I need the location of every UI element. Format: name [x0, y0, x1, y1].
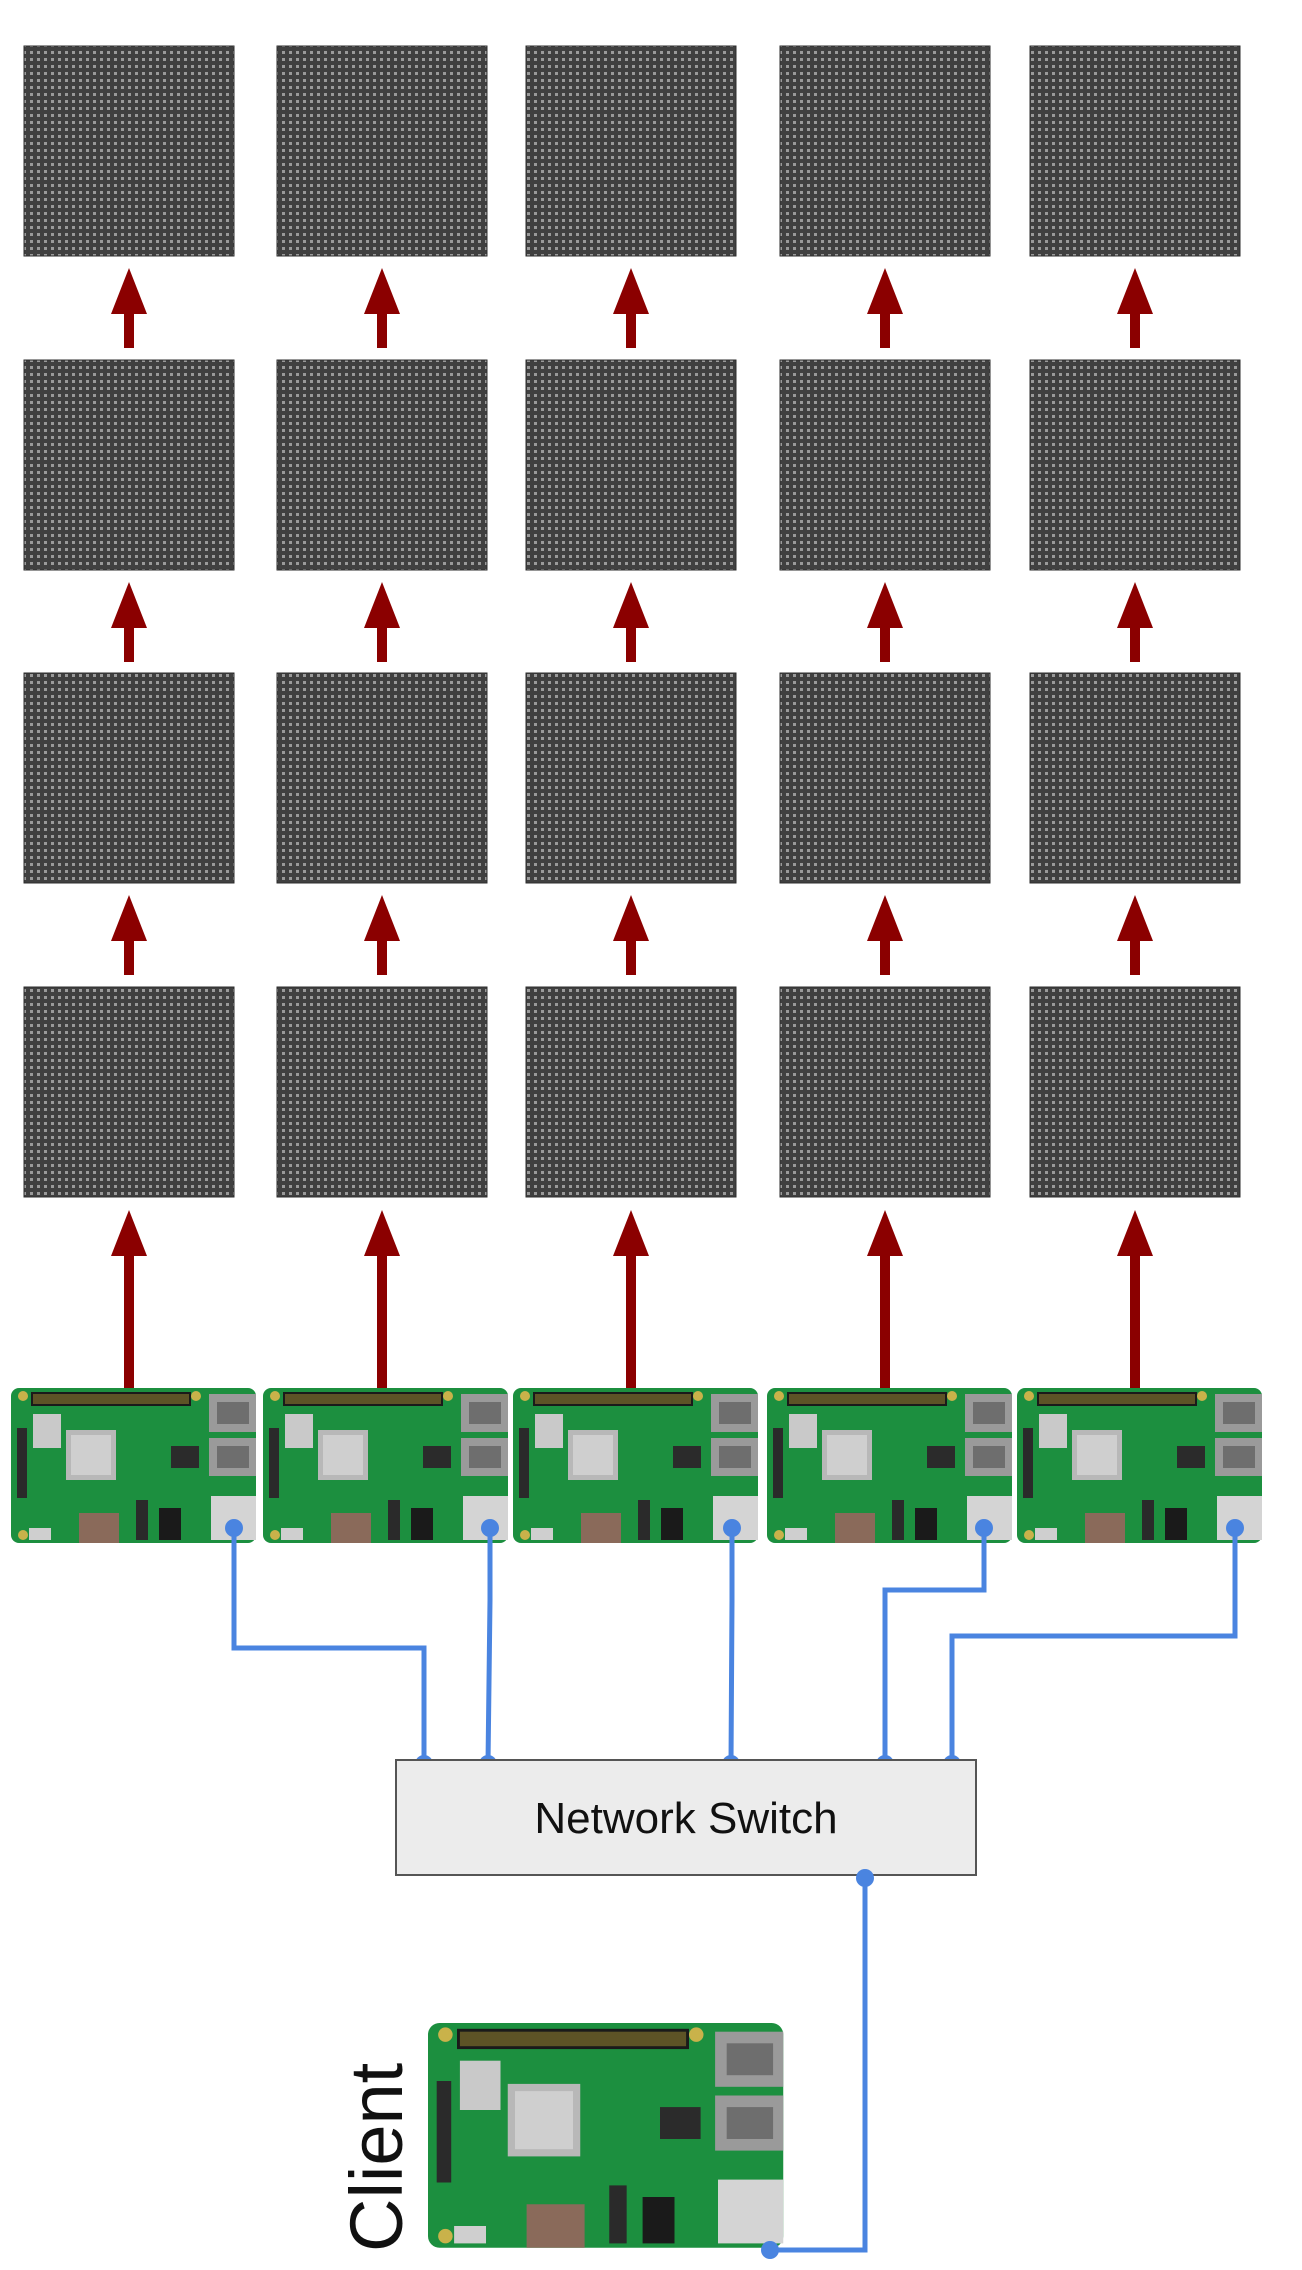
data-arrow-up-icon: [1117, 582, 1153, 662]
data-arrow-up-icon: [111, 1210, 147, 1398]
led-matrix-panel-icon: [24, 987, 234, 1197]
ethernet-cables: [225, 1519, 1244, 1773]
ethernet-port-dot-icon: [225, 1519, 243, 1537]
ethernet-port-dot-icon: [856, 1869, 874, 1887]
client-raspberry-pi-icon: [428, 2023, 783, 2248]
led-matrix-panel-icon: [1030, 360, 1240, 570]
ethernet-port-dot-icon: [975, 1519, 993, 1537]
network-switch-label: Network Switch: [534, 1794, 837, 1843]
ethernet-port-dot-icon: [1226, 1519, 1244, 1537]
ethernet-port-dot-icon: [723, 1519, 741, 1537]
led-matrix-panel-icon: [1030, 987, 1240, 1197]
data-arrow-up-icon: [613, 268, 649, 348]
data-arrow-up-icon: [867, 268, 903, 348]
raspberry-pi-board-icon: [263, 1388, 508, 1543]
data-arrow-up-icon: [111, 895, 147, 975]
led-matrix-panel-icon: [780, 360, 990, 570]
data-arrow-up-icon: [364, 895, 400, 975]
led-matrix-panel-icon: [24, 360, 234, 570]
ethernet-cable: [885, 1528, 984, 1764]
led-matrix-panel-icon: [277, 987, 487, 1197]
led-matrix-panel-icon: [526, 987, 736, 1197]
data-arrow-up-icon: [1117, 1210, 1153, 1398]
led-matrix-panel-icon: [526, 46, 736, 256]
data-arrow-up-icon: [364, 582, 400, 662]
data-arrow-up-icon: [867, 1210, 903, 1398]
data-arrow-up-icon: [1117, 895, 1153, 975]
ethernet-cable: [731, 1528, 732, 1764]
raspberry-pi-board-icon: [513, 1388, 758, 1543]
led-matrix-panel-icon: [24, 673, 234, 883]
client-label: Client: [335, 2062, 418, 2252]
data-arrow-up-icon: [867, 582, 903, 662]
data-arrow-up-icon: [1117, 268, 1153, 348]
ethernet-port-dot-icon: [481, 1519, 499, 1537]
ethernet-cable: [952, 1528, 1235, 1764]
data-arrow-up-icon: [613, 895, 649, 975]
led-matrix-panel-icon: [277, 673, 487, 883]
led-matrix-panel-icon: [1030, 673, 1240, 883]
data-arrow-up-icon: [364, 268, 400, 348]
raspberry-pi-board-icon: [1017, 1388, 1262, 1543]
ethernet-cable: [234, 1528, 424, 1764]
led-matrix-panel-icon: [526, 360, 736, 570]
data-arrow-up-icon: [364, 1210, 400, 1398]
raspberry-pi-board-icon: [767, 1388, 1012, 1543]
ethernet-cable: [488, 1528, 490, 1764]
data-arrow-up-icon: [111, 268, 147, 348]
data-arrow-up-icon: [111, 582, 147, 662]
data-arrow-up-icon: [867, 895, 903, 975]
led-matrix-panel-icon: [24, 46, 234, 256]
led-matrix-panel-icon: [277, 360, 487, 570]
client-node: Client: [335, 2023, 783, 2252]
led-matrix-panel-icon: [1030, 46, 1240, 256]
led-matrix-panel-icon: [526, 673, 736, 883]
raspberry-pi-row: [11, 1388, 1262, 1543]
led-matrix-panel-icon: [780, 987, 990, 1197]
data-arrow-up-icon: [613, 1210, 649, 1398]
ethernet-port-dot-icon: [761, 2241, 779, 2259]
data-arrow-up-icon: [613, 582, 649, 662]
led-matrix-panel-icon: [277, 46, 487, 256]
led-matrix-panel-icon: [780, 46, 990, 256]
network-switch: Network Switch: [396, 1760, 976, 1875]
led-matrix-panel-icon: [780, 673, 990, 883]
raspberry-pi-board-icon: [11, 1388, 256, 1543]
ethernet-cable: [770, 1878, 865, 2250]
